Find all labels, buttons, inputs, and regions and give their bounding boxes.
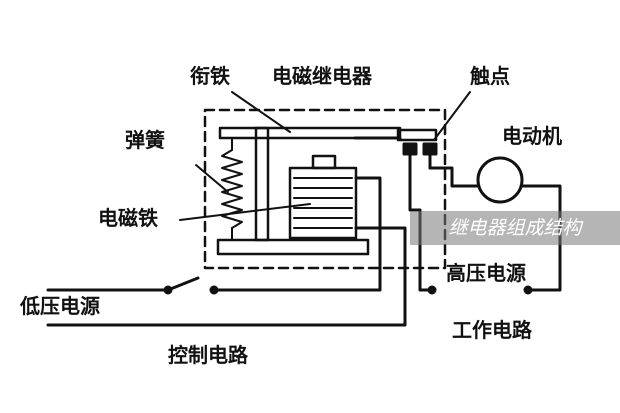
armature-support	[254, 126, 270, 242]
relay-base	[216, 238, 370, 256]
label-relay: 电磁继电器	[272, 64, 372, 88]
control-switch	[166, 276, 200, 292]
label-control-circuit: 控制电路	[168, 343, 248, 367]
working-wire-right	[428, 166, 480, 188]
relay-housing	[203, 108, 447, 270]
label-working-circuit: 工作电路	[452, 318, 532, 342]
motor	[476, 156, 524, 204]
label-armature: 衔铁	[190, 64, 230, 88]
label-motor: 电动机	[502, 124, 562, 148]
label-contact: 触点	[470, 64, 510, 88]
label-high-voltage-source: 高压电源	[446, 261, 526, 285]
working-wire-left	[408, 166, 432, 292]
label-spring: 弹簧	[125, 128, 165, 152]
control-wire-upper	[212, 176, 382, 292]
electromagnet-core	[288, 166, 358, 240]
electromagnet-core-cap	[311, 154, 337, 170]
control-wire-lower	[46, 226, 407, 327]
label-electromagnet: 电磁铁	[98, 206, 158, 230]
watermark-caption: 继电器组成结构	[410, 211, 620, 245]
armature	[218, 126, 402, 140]
label-low-voltage-source: 低压电源	[20, 294, 100, 318]
contact-arm	[396, 128, 438, 142]
